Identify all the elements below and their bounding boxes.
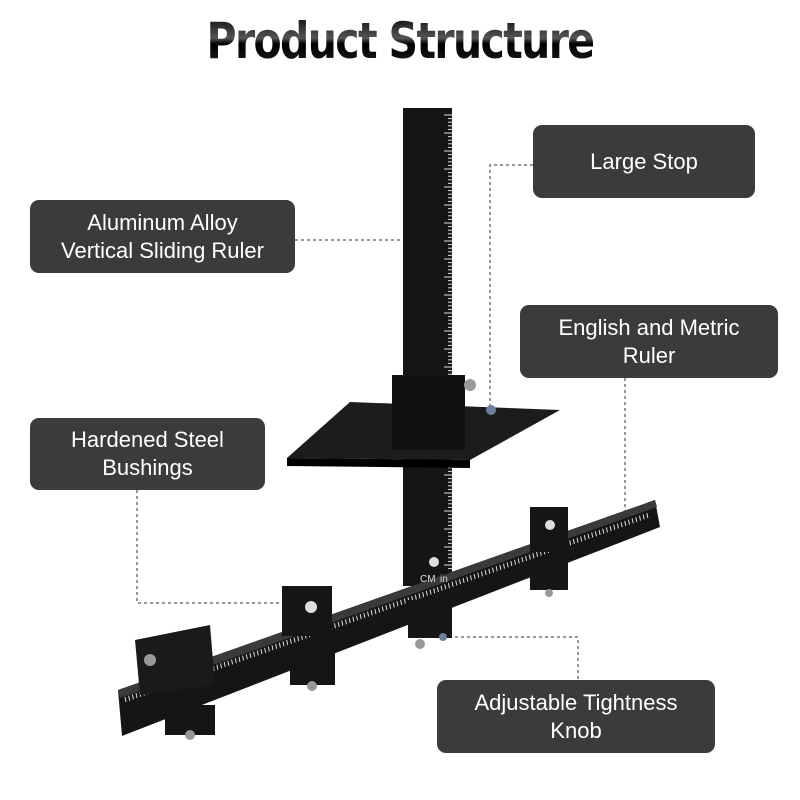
label-text: English and Metric: [558, 314, 740, 340]
cm-unit-label: CM: [420, 574, 436, 585]
label-bushings: Hardened Steel Bushings: [30, 418, 265, 490]
callout-lines: [136, 164, 626, 680]
steel-bushing: [545, 520, 555, 530]
tightness-knob: [307, 681, 317, 691]
label-large-stop: Large Stop: [533, 125, 755, 198]
label-english-metric-ruler: English and Metric Ruler: [520, 305, 778, 378]
label-text: Adjustable Tightness: [474, 689, 678, 715]
label-text: Vertical Sliding Ruler: [61, 237, 264, 263]
stop-block: [392, 375, 465, 450]
label-text: Ruler: [622, 342, 676, 368]
tightness-knob: [144, 654, 156, 666]
label-text: Aluminum Alloy: [87, 209, 238, 235]
callout-line-bushings: [136, 490, 308, 604]
steel-bushing: [305, 601, 317, 613]
bushing-block: [408, 600, 452, 638]
tightness-knob: [464, 379, 476, 391]
vertical-ruler: [403, 108, 452, 586]
tightness-knob: [185, 730, 195, 740]
callout-line-large-stop: [489, 164, 533, 410]
label-text: Large Stop: [590, 148, 698, 174]
label-text: Hardened Steel: [71, 427, 224, 452]
horizontal-ruler: [118, 500, 660, 736]
label-vertical-ruler: Aluminum Alloy Vertical Sliding Ruler: [30, 200, 295, 273]
callout-line-knob: [443, 636, 579, 680]
end-stop: [135, 625, 215, 695]
tightness-knob: [415, 639, 425, 649]
tightness-knob: [545, 589, 553, 597]
in-unit-label: in: [440, 574, 448, 585]
page-title: Product Structure: [72, 12, 728, 70]
label-knob: Adjustable Tightness Knob: [437, 680, 715, 753]
label-text: Knob: [550, 717, 602, 743]
label-text: Bushings: [102, 455, 193, 480]
